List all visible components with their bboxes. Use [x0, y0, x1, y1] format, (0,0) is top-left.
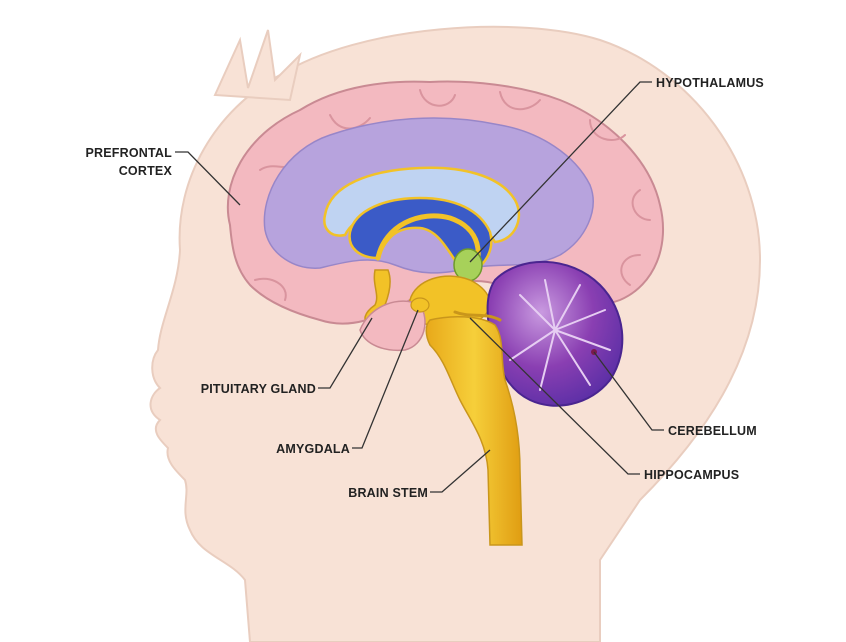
- label-pituitary-gland: PITUITARY GLAND: [201, 382, 316, 396]
- label-prefrontal-line2: CORTEX: [119, 164, 173, 178]
- label-brain-stem: BRAIN STEM: [348, 486, 428, 500]
- label-hypothalamus: HYPOTHALAMUS: [656, 76, 764, 90]
- brain-stem: [425, 315, 523, 546]
- cerebellum-branches: [509, 279, 611, 391]
- cerebellum-leader: [593, 351, 664, 431]
- hippocampus-leader: [469, 317, 640, 475]
- hair-tuft: [213, 29, 302, 102]
- label-cerebellum: CEREBELLUM: [668, 424, 757, 438]
- brainstem-leader: [430, 449, 491, 493]
- hippocampus: [453, 310, 502, 322]
- label-hippocampus: HIPPOCAMPUS: [644, 468, 739, 482]
- pituitary-leader: [318, 317, 373, 389]
- amygdala: [410, 297, 430, 313]
- hypothalamus-leader: [469, 81, 652, 263]
- label-amygdala: AMYGDALA: [276, 442, 350, 456]
- prefrontal-leader: [175, 151, 241, 206]
- temporal-lobe: [359, 300, 426, 352]
- amygdala-leader: [352, 309, 419, 449]
- label-prefrontal-line1: PREFRONTAL: [86, 146, 173, 160]
